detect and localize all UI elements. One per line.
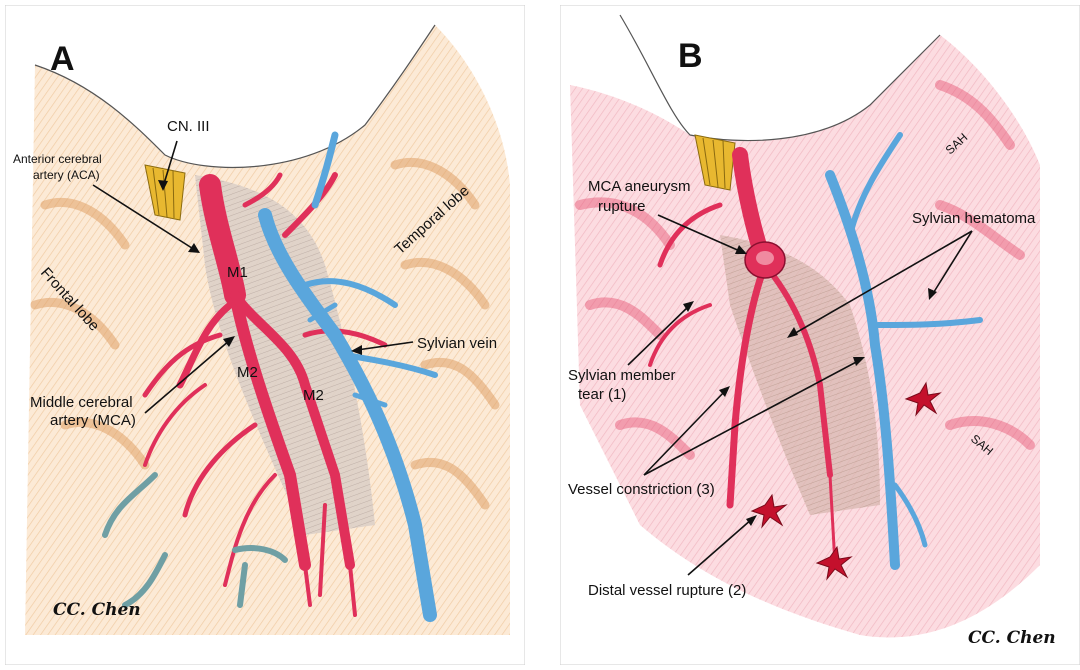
distal-vessels [102, 472, 288, 608]
panel-a: A CN. III Anterior cerebral artery (ACA)… [5, 5, 525, 665]
arrow-constriction-1 [643, 389, 727, 476]
artery-tree [142, 172, 388, 617]
mca-aneurysm [744, 241, 786, 279]
m2-left-label: M2 [237, 364, 258, 381]
rupture-star-2 [750, 493, 788, 529]
arrow-cn3 [162, 140, 178, 188]
panel-b-illustration: B MCA aneurysm rupture Sylvian hematoma … [560, 5, 1080, 665]
aca-label-line1: Anterior cerebral [13, 152, 102, 166]
member-tear-label-line2: tear (1) [578, 386, 626, 403]
panel-a-signature: CC. Chen [53, 600, 141, 620]
aca-label-line2: artery (ACA) [33, 168, 100, 182]
sylvian-vein [258, 131, 438, 622]
distal-rupture-label: Distal vessel rupture (2) [588, 582, 746, 599]
mca-label-line2: artery (MCA) [50, 412, 136, 429]
aneurysm-label-line2: rupture [598, 198, 646, 215]
cn3-label: CN. III [167, 118, 210, 135]
vessel-constriction-label: Vessel constriction (3) [568, 481, 715, 498]
cn3-nerve-b [694, 134, 736, 191]
hematoma-hatching [720, 235, 880, 515]
brain-edge [34, 24, 436, 169]
cn3-nerve [144, 164, 186, 221]
panel-b-signature: CC. Chen [968, 628, 1056, 648]
sylvian-vein-label: Sylvian vein [417, 335, 497, 352]
arrow-hematoma-core [791, 230, 973, 336]
panel-a-arrows [92, 140, 414, 414]
sah-strokes [575, 80, 1035, 460]
rupture-stars [750, 381, 942, 581]
mca-label-line1: Middle cerebral [30, 394, 133, 411]
sylvian-vein-b [825, 132, 983, 570]
aneurysm-label-line1: MCA aneurysm [588, 178, 691, 195]
member-tear-label-line1: Sylvian member [568, 367, 676, 384]
arrow-hematoma-side [931, 230, 973, 296]
panel-b-letter: B [678, 37, 703, 75]
panel-b-arrows [627, 214, 973, 576]
sylvian-hematoma-label: Sylvian hematoma [912, 210, 1036, 227]
arrow-sylvian-vein [356, 341, 414, 351]
rupture-star-3 [815, 545, 853, 581]
arrow-aneurysm [657, 214, 743, 253]
m1-label: M1 [227, 264, 248, 281]
panel-a-illustration: A CN. III Anterior cerebral artery (ACA)… [5, 5, 525, 665]
arrow-distal-rupture [687, 518, 753, 576]
brain-edge-b [619, 14, 941, 142]
panel-b: B MCA aneurysm rupture Sylvian hematoma … [560, 5, 1080, 665]
m2-right-label: M2 [303, 387, 324, 404]
panel-a-letter: A [50, 40, 75, 78]
arrow-member-tear [627, 304, 691, 366]
gyri-strokes [30, 157, 500, 510]
arrow-mca [144, 339, 231, 414]
arrow-aca [92, 184, 196, 251]
arrow-constriction-2 [643, 359, 861, 476]
rupture-star-1 [904, 381, 942, 417]
